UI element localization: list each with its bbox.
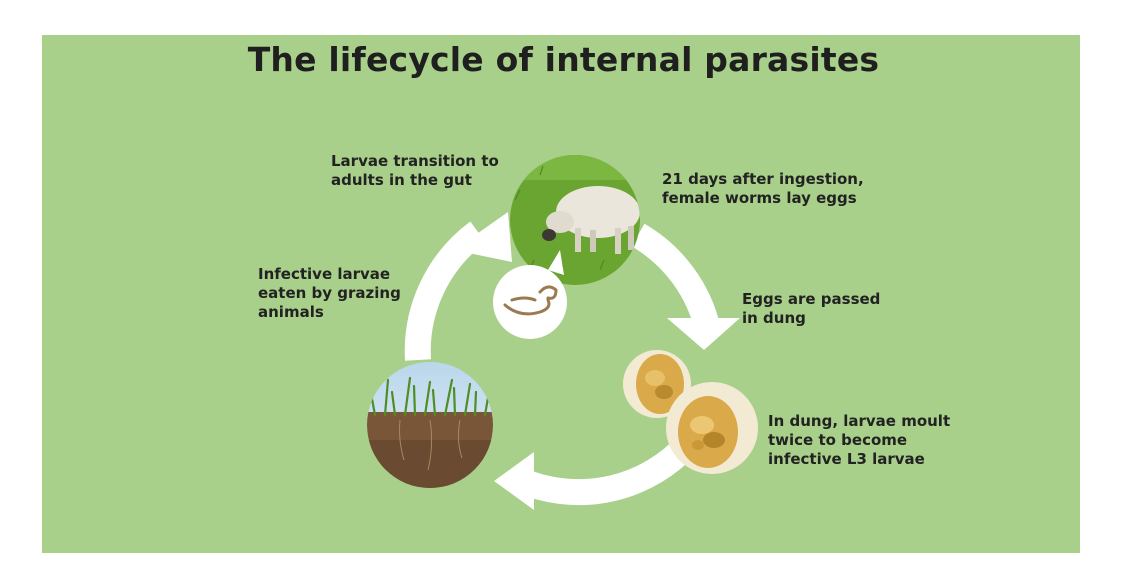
arrow-heads xyxy=(454,212,740,510)
arrow-head-left xyxy=(454,212,512,262)
arrow-head-right xyxy=(667,318,740,350)
label-21-days: 21 days after ingestion, female worms la… xyxy=(662,170,864,207)
arrow-head-bottom xyxy=(494,452,534,510)
label-dung-moult: In dung, larvae moult twice to become in… xyxy=(768,412,951,468)
parasite-eggs-icon xyxy=(623,350,758,474)
larva-worm-icon xyxy=(493,250,567,339)
diagram-title: The lifecycle of internal parasites xyxy=(247,40,880,79)
label-larvae-transition: Larvae transition to adults in the gut xyxy=(331,152,499,189)
label-infective-eaten: Infective larvae eaten by grazing animal… xyxy=(258,265,401,321)
arrow-segment-top xyxy=(631,223,721,334)
pasture-soil-icon xyxy=(367,362,493,488)
label-eggs-passed: Eggs are passed in dung xyxy=(742,290,881,327)
arrow-segment-bottom xyxy=(514,442,689,506)
